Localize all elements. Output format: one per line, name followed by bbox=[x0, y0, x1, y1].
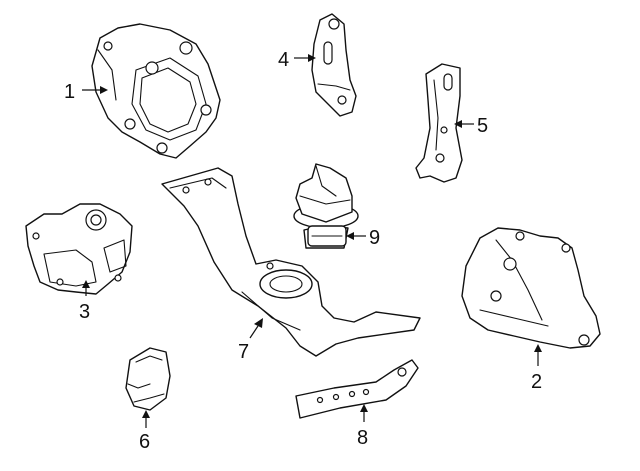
callout-2: 2 bbox=[531, 344, 542, 393]
part-2-engine-mount bbox=[461, 227, 601, 349]
svg-text:9: 9 bbox=[369, 227, 380, 249]
callout-9: 9 bbox=[346, 227, 380, 249]
callout-5: 5 bbox=[454, 115, 488, 137]
callout-3: 3 bbox=[79, 280, 90, 323]
svg-text:7: 7 bbox=[238, 341, 249, 363]
part-8-support-rail bbox=[295, 359, 419, 419]
svg-text:6: 6 bbox=[139, 431, 150, 453]
callout-7: 7 bbox=[238, 318, 263, 363]
part-4-bracket bbox=[311, 13, 357, 117]
svg-text:3: 3 bbox=[79, 301, 90, 323]
part-3-transmission-mount bbox=[25, 203, 133, 295]
svg-text:2: 2 bbox=[531, 371, 542, 393]
part-7-crossmember bbox=[161, 167, 421, 357]
svg-text:4: 4 bbox=[278, 49, 289, 71]
callout-6: 6 bbox=[139, 410, 150, 453]
part-9-mount-insulator bbox=[293, 163, 359, 249]
part-1-engine-mount bbox=[91, 23, 221, 159]
part-5-bracket bbox=[415, 63, 463, 183]
callout-1: 1 bbox=[64, 81, 108, 103]
svg-text:5: 5 bbox=[477, 115, 488, 137]
svg-text:1: 1 bbox=[64, 81, 75, 103]
part-6-rubber-mount bbox=[125, 347, 171, 411]
callout-4: 4 bbox=[278, 49, 316, 71]
callout-8: 8 bbox=[357, 404, 368, 449]
svg-text:8: 8 bbox=[357, 427, 368, 449]
